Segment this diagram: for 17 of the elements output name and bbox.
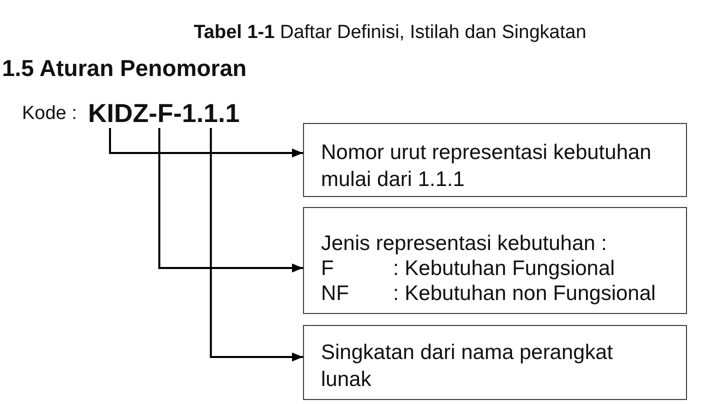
description-box: [303, 325, 687, 400]
description-heading: Jenis representasi kebutuhan :: [321, 231, 608, 256]
arrow: [158, 128, 303, 272]
arrow: [210, 128, 303, 362]
definition-text: : Kebutuhan non Fungsional: [393, 281, 656, 306]
section-heading: 1.5 Aturan Penomoran: [2, 55, 247, 81]
code-text: KIDZ-F-1.1.1: [88, 98, 240, 128]
description-text: Singkatan dari nama perangkat lunak: [321, 340, 614, 393]
description-text: Nomor urut representasi kebutuhan mulai dari 1.1.1: [321, 140, 652, 193]
description-box: [303, 207, 687, 314]
abbreviation-text: NF: [321, 281, 349, 306]
description-box: [303, 123, 687, 197]
table-caption: Tabel 1-1 Daftar Definisi, Istilah dan Singkatan: [194, 22, 586, 44]
arrow: [109, 128, 303, 158]
field-label: Kode :: [22, 103, 77, 125]
abbreviation-text: F: [321, 256, 334, 281]
definition-text: : Kebutuhan Fungsional: [393, 256, 615, 281]
